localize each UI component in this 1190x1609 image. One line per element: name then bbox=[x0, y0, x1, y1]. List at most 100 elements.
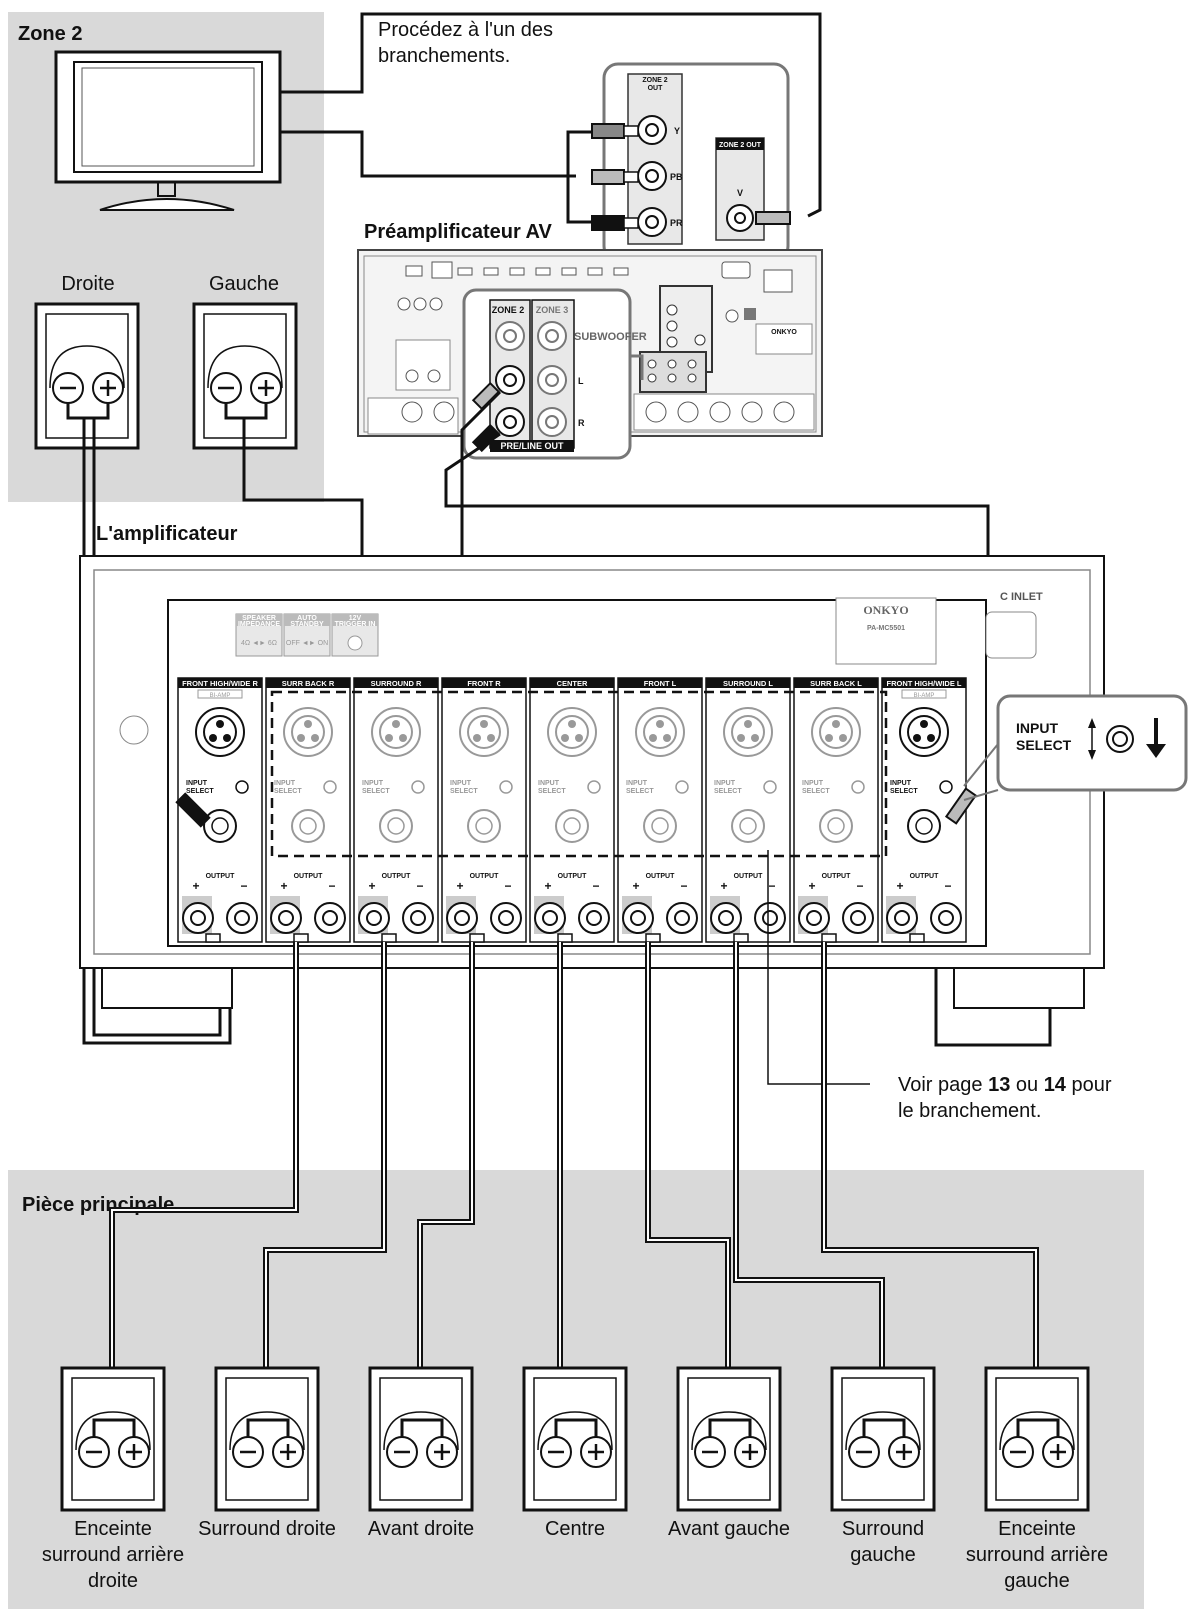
preamp-title: Préamplificateur AV bbox=[364, 221, 553, 243]
speaker-label-line1: Surround bbox=[842, 1518, 924, 1540]
xlr-pin bbox=[223, 734, 231, 742]
input-select-switch bbox=[323, 780, 337, 794]
xlr-pin bbox=[216, 720, 224, 728]
input-label: INPUT bbox=[362, 780, 384, 787]
input-select-switch bbox=[499, 780, 513, 794]
xlr-pin bbox=[663, 734, 671, 742]
preline-out-panel: ZONE 2 ZONE 3 SUBWOOFER L R PRE/LINE OUT bbox=[489, 299, 647, 452]
speaker-wire bbox=[1016, 1418, 1060, 1437]
svg-text:ONKYO: ONKYO bbox=[863, 603, 908, 617]
input-select-switch bbox=[763, 780, 777, 794]
channel-header-bar bbox=[882, 678, 966, 688]
svg-text:ZONE 2 OUT: ZONE 2 OUT bbox=[719, 142, 762, 149]
input-label: INPUT bbox=[802, 780, 824, 787]
output-plus: + bbox=[896, 879, 903, 893]
xlr-pin bbox=[304, 720, 312, 728]
minus-terminal-inner bbox=[234, 910, 250, 926]
rca-input-inner bbox=[563, 817, 581, 835]
xlr-pin bbox=[737, 734, 745, 742]
rca-input-inner bbox=[739, 817, 757, 835]
channel-header-bar bbox=[618, 678, 702, 688]
channel-name: SURROUND R bbox=[371, 679, 422, 688]
channel-header-bar bbox=[706, 678, 790, 688]
svg-text:PRE/LINE OUT: PRE/LINE OUT bbox=[500, 441, 564, 451]
cable-lug bbox=[909, 933, 925, 943]
select-label: SELECT bbox=[890, 788, 918, 795]
minus-terminal-inner bbox=[762, 910, 778, 926]
channel-9: FRONT HIGH/WIDE LBI-AMPINPUTSELECTOUTPUT… bbox=[881, 677, 967, 943]
rca-input-inner bbox=[387, 817, 405, 835]
xlr-pin bbox=[575, 734, 583, 742]
select-label: SELECT bbox=[626, 788, 654, 795]
xlr-pin bbox=[656, 720, 664, 728]
biamp-label: BI-AMP bbox=[210, 693, 231, 699]
speaker-label-line1: Enceinte bbox=[74, 1518, 152, 1540]
svg-text:ZONE 2: ZONE 2 bbox=[492, 305, 525, 315]
speaker-cable-core bbox=[111, 942, 297, 1392]
main-speaker-5: Avant gauche bbox=[668, 1366, 790, 1540]
xlr-pin bbox=[927, 734, 935, 742]
input-select-switch bbox=[939, 780, 953, 794]
speaker-label-line2: surround arrière bbox=[966, 1544, 1108, 1566]
speaker-label-line1: Surround droite bbox=[198, 1518, 336, 1540]
zone2-speaker-left-label: Gauche bbox=[209, 273, 279, 295]
channel-header-bar bbox=[442, 678, 526, 688]
output-plus: + bbox=[280, 879, 287, 893]
svg-text:IMPEDANCE: IMPEDANCE bbox=[238, 621, 280, 628]
channel-name: FRONT HIGH/WIDE L bbox=[887, 679, 962, 688]
minus-terminal-inner bbox=[498, 910, 514, 926]
output-plus: + bbox=[808, 879, 815, 893]
output-plus: + bbox=[456, 879, 463, 893]
see-page-note-line1: Voir page 13 ou 14 pour bbox=[898, 1074, 1112, 1096]
select-label: SELECT bbox=[538, 788, 566, 795]
channel-header-bar bbox=[794, 678, 878, 688]
input-label: INPUT bbox=[274, 780, 296, 787]
plus-terminal-inner bbox=[454, 910, 470, 926]
xlr-pin bbox=[920, 720, 928, 728]
cable-lug bbox=[733, 933, 749, 943]
speaker-label-line3: droite bbox=[88, 1570, 138, 1592]
note-connect-one-line2: branchements. bbox=[378, 45, 510, 67]
minus-terminal-inner bbox=[674, 910, 690, 926]
select-label: SELECT bbox=[450, 788, 478, 795]
channel-name: FRONT HIGH/WIDE R bbox=[182, 679, 258, 688]
svg-text:TRIGGER IN: TRIGGER IN bbox=[335, 621, 376, 628]
output-label: OUTPUT bbox=[382, 873, 412, 880]
speaker-cone bbox=[75, 1411, 151, 1451]
biamp-badge bbox=[901, 689, 947, 699]
plus-terminal-inner bbox=[542, 910, 558, 926]
speaker-cable-core bbox=[419, 942, 473, 1392]
select-label: SELECT bbox=[802, 788, 830, 795]
zone2-composite-out-panel: ZONE 2 OUT V bbox=[715, 137, 791, 241]
biamp-badge bbox=[197, 689, 243, 699]
plus-terminal-inner bbox=[894, 910, 910, 926]
minus-terminal-inner bbox=[322, 910, 338, 926]
cable-lug bbox=[381, 933, 397, 943]
speaker-cone bbox=[383, 1411, 459, 1451]
select-label: SELECT bbox=[274, 788, 302, 795]
output-label: OUTPUT bbox=[206, 873, 236, 880]
input-label: INPUT bbox=[186, 780, 208, 787]
select-label: SELECT bbox=[186, 788, 214, 795]
plus-terminal-inner bbox=[806, 910, 822, 926]
speaker-cone bbox=[537, 1411, 613, 1451]
output-minus: − bbox=[856, 879, 863, 893]
speaker-cone bbox=[845, 1411, 921, 1451]
channel-name: FRONT L bbox=[644, 679, 677, 688]
xlr-pin bbox=[744, 720, 752, 728]
channel-name: SURR BACK R bbox=[282, 679, 335, 688]
input-select-switch bbox=[851, 780, 865, 794]
cable-lug bbox=[645, 933, 661, 943]
svg-text:R: R bbox=[578, 418, 585, 428]
xlr-pin bbox=[392, 720, 400, 728]
input-label: INPUT bbox=[450, 780, 472, 787]
output-label: OUTPUT bbox=[646, 873, 676, 880]
speaker-cable-core bbox=[735, 942, 883, 1392]
